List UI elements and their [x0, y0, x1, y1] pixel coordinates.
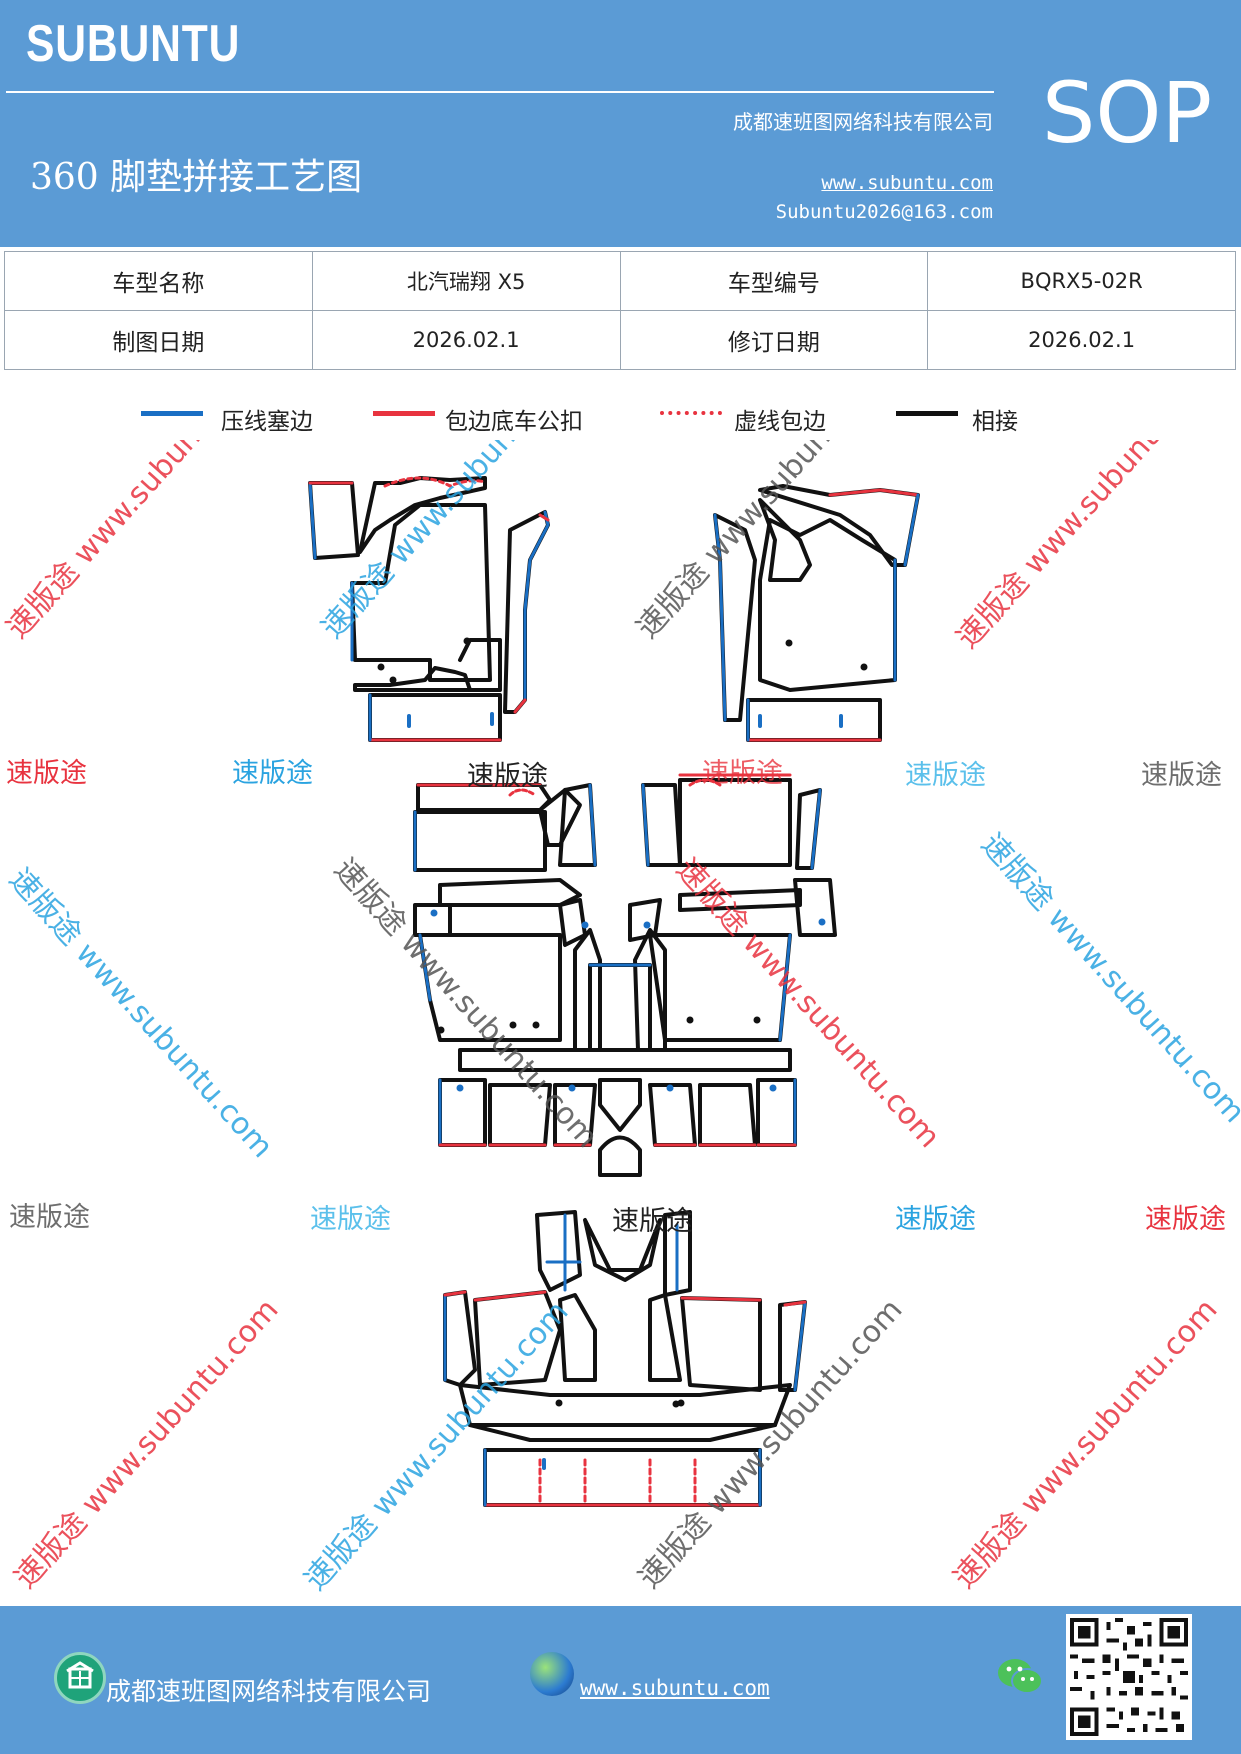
value-drawing-date: 2026.02.1 [311, 310, 621, 370]
svg-text:速版途: 速版途 [6, 758, 87, 789]
svg-text:速版途: 速版途 [1141, 760, 1222, 791]
svg-text:速版途 www.subuntu.com: 速版途 www.subuntu.com [669, 852, 947, 1155]
company-home-icon [54, 1652, 106, 1704]
mat-piece-second-row [413, 773, 837, 1177]
footer-website-link[interactable]: www.subuntu.com [580, 1676, 770, 1700]
website-link[interactable]: www.subuntu.com [821, 172, 993, 194]
svg-text:速版途: 速版途 [467, 761, 548, 792]
legend-label: 压线塞边 [221, 409, 313, 435]
legend-label: 相接 [972, 409, 1018, 435]
wechat-icon[interactable] [996, 1656, 1044, 1696]
legend-swatch-red-dotted [660, 411, 722, 415]
floor-mat-diagram: 速版途 www.subuntu.com 速版途 www.subuntu.com … [0, 440, 1241, 1597]
svg-text:速版途 www.subuntu.com: 速版途 www.subuntu.com [298, 1294, 576, 1597]
legend-swatch-blue [141, 411, 203, 416]
email-address: Subuntu2026@163.com [775, 201, 993, 223]
globe-icon [530, 1652, 574, 1696]
legend-item-press-line: 压线塞边 [141, 402, 341, 438]
page-title: 360 脚垫拼接工艺图 [30, 157, 363, 198]
svg-text:速版途 www.subuntu.com: 速版途 www.subuntu.com [8, 1292, 286, 1595]
label-model-code: 车型编号 [619, 251, 929, 311]
footer-bar: 成都速班图网络科技有限公司 www.subuntu.com [0, 1606, 1241, 1754]
legend-swatch-black [896, 411, 958, 416]
legend-item-joint: 相接 [896, 402, 1056, 438]
legend-item-dotted-wrap: 虚线包边 [660, 402, 860, 438]
value-revision-date: 2026.02.1 [927, 310, 1236, 370]
legend-label: 虚线包边 [734, 409, 826, 435]
svg-text:速版途: 速版途 [895, 1204, 976, 1235]
svg-text:速版途: 速版途 [9, 1202, 90, 1233]
svg-text:速版途: 速版途 [905, 760, 986, 791]
legend-swatch-red [373, 411, 435, 416]
qr-code [1066, 1614, 1192, 1740]
svg-text:速版途: 速版途 [702, 758, 783, 789]
svg-text:速版途: 速版途 [612, 1206, 693, 1237]
svg-text:速版途: 速版途 [232, 758, 313, 789]
vehicle-info-table: 车型名称 北汽瑞翔 X5 车型编号 BQRX5-02R 制图日期 2026.02… [4, 251, 1236, 370]
svg-text:速版途: 速版途 [310, 1204, 391, 1235]
mat-piece-passenger-front [713, 484, 920, 742]
brand-watermark-row: 速版途 速版途 速版途 速版途 速版途 速版途 速版途 速版途 速版途 速版途 … [6, 758, 1226, 1237]
value-model-name: 北汽瑞翔 X5 [311, 251, 621, 311]
svg-text:速版途 www.subuntu.com: 速版途 www.subuntu.com [974, 827, 1241, 1130]
value-model-code: BQRX5-02R [927, 251, 1236, 311]
svg-text:速版途 www.subuntu.com: 速版途 www.subuntu.com [947, 1292, 1225, 1595]
mat-piece-driver-front [308, 476, 550, 742]
footer-company-name: 成都速班图网络科技有限公司 [106, 1677, 432, 1706]
header-divider [6, 91, 994, 93]
svg-text:速版途 www.subuntu.com: 速版途 www.subuntu.com [327, 852, 605, 1155]
legend-item-red-wrap: 包边底车公扣 [373, 402, 623, 438]
doc-type-label: SOP [1042, 64, 1213, 162]
label-revision-date: 修订日期 [619, 310, 929, 370]
header-banner: SUBUNTU SOP 成都速班图网络科技有限公司 360 脚垫拼接工艺图 ww… [0, 0, 1241, 247]
svg-text:速版途: 速版途 [1145, 1204, 1226, 1235]
legend-label: 包边底车公扣 [445, 409, 583, 435]
svg-text:速版途 www.subuntu.com: 速版途 www.subuntu.com [0, 440, 278, 645]
svg-text:速版途 www.subuntu.com: 速版途 www.subuntu.com [950, 440, 1228, 655]
company-name: 成都速班图网络科技有限公司 [733, 110, 993, 134]
table-row: 车型名称 北汽瑞翔 X5 车型编号 BQRX5-02R [4, 251, 1236, 311]
table-row: 制图日期 2026.02.1 修订日期 2026.02.1 [4, 310, 1236, 370]
label-drawing-date: 制图日期 [4, 310, 313, 370]
svg-text:速版途 www.subuntu.com: 速版途 www.subuntu.com [2, 862, 280, 1165]
brand-logo: SUBUNTU [26, 15, 241, 73]
label-model-name: 车型名称 [4, 251, 313, 311]
mat-piece-trunk [443, 1210, 807, 1507]
